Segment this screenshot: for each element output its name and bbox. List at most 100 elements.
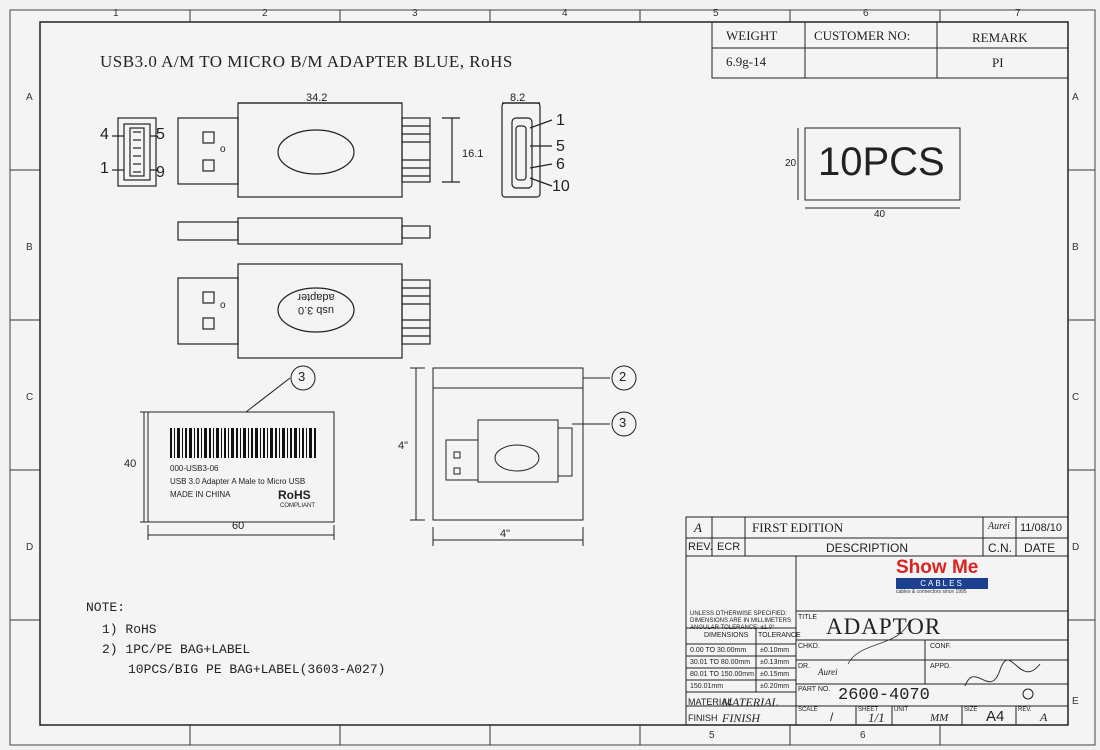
package-height-dim: 20 [785,158,797,169]
usb-marker-bottom: o [220,300,226,311]
tolerance-line-1: UNLESS OTHERWISE SPECIFIED: [690,611,787,617]
tolerance-line-3: ANGULAR TOLERANCE: ±1.0° [690,625,775,631]
approved-label: APPD. [930,663,952,670]
company-logo: Show Me CABLES cables & connectors since… [896,558,996,596]
callout-inner: 3 [619,415,627,430]
date-header: DATE [1024,541,1056,555]
pin-5-label: 5 [156,126,165,143]
rev-label-bottom: REV. [1018,707,1032,713]
notes-line-1: 1) RoHS [102,622,157,637]
title-label: TITLE [798,614,818,621]
label-part: 000-USB3-06 [170,464,219,473]
grid-row-a: A [26,92,33,103]
ecr-value: FIRST EDITION [752,520,844,535]
drawn-label: DR. [798,663,811,670]
unit-label: UNIT [894,707,908,713]
material-value: MATERIAL [722,695,779,709]
grid-row-e-right: E [1072,696,1079,707]
imprint-line-usb: usb 3.0 [297,304,335,316]
label-rohs: RoHS [278,488,311,502]
description-header: DESCRIPTION [826,541,909,555]
grid-col-4: 4 [562,8,568,19]
grid-row-d-right: D [1072,542,1080,553]
tolerance-dim-header: DIMENSIONS [704,632,749,639]
grid-col-5: 5 [713,8,719,19]
grid-row-d: D [26,542,34,553]
scale-value: / [830,710,834,724]
company-sub: CABLES [896,578,988,589]
label-height-dimension: 40 [124,458,137,470]
tolerance-row-3-tol: ±0.15mm [760,671,790,678]
tolerance-row-2-dim: 30.01 TO 80.00mm [690,659,751,666]
label-origin: MADE IN CHINA [170,490,231,499]
title-value: ADAPTOR [826,614,942,639]
length-dimension: 34.2 [306,92,328,104]
drawn-value: Aurei [818,667,838,677]
tolerance-row-1-tol: ±0.10mm [760,647,790,654]
size-label: SIZE [964,707,978,713]
imprint-text: usb 3.0 adapter [286,290,346,316]
grid-row-c: C [26,392,34,403]
grid-col-3: 3 [412,8,418,19]
part-number-label: PART NO. [798,686,831,693]
weight-label: WEIGHT [726,28,778,43]
grid-col-6: 6 [863,8,869,19]
grid-col-6-bottom: 6 [860,730,866,741]
label-width-dimension: 60 [232,520,245,532]
grid-row-c-right: C [1072,392,1080,403]
cn-header: C.N. [988,541,1012,555]
height-dimension: 16.1 [462,148,484,160]
grid-row-b: B [26,242,33,253]
grid-col-7: 7 [1015,8,1021,19]
micro-pin-5-label: 5 [556,138,565,155]
tolerance-line-2: DIMENSIONS ARE IN MILLIMETERS [690,618,792,624]
company-tagline: cables & connectors since 1995 [896,589,967,595]
notes-line-3: 10PCS/BIG PE BAG+LABEL(3603-A027) [128,662,386,677]
weight-value: 6.9g-14 [726,54,767,69]
callout-label: 3 [298,369,306,384]
usb-marker: o [220,144,226,155]
scale-label: SCALE [798,707,818,713]
finish-label: FINISH [688,713,718,723]
tolerance-row-4-dim: 150.01mm [690,683,724,690]
material-label: MATERIAL [688,697,733,707]
unit-value: MM [930,712,949,724]
ecr-header: ECR [717,541,741,553]
bag-height-dimension: 4" [398,440,409,452]
size-value: A4 [986,708,1005,725]
sheet-value: 1/1 [868,710,885,725]
grid-col-5-bottom: 5 [709,730,715,741]
tolerance-row-4-tol: ±0.20mm [760,683,790,690]
tolerance-row-3-dim: 80.01 TO 150.00mm [690,671,754,678]
pin-4-label: 4 [100,126,109,143]
grid-col-1: 1 [113,8,119,19]
drawing-title: USB3.0 A/M TO MICRO B/M ADAPTER BLUE, Ro… [100,52,513,71]
rev-value: A [694,520,702,535]
rev-value-bottom: A [1040,710,1048,724]
label-compliant: COMPLIANT [280,503,316,509]
remark-label: REMARK [972,30,1028,45]
callout-bag: 2 [619,369,627,384]
pin-9-label: 9 [156,164,165,181]
pin-1-label: 1 [100,160,109,177]
tolerance-row-1-dim: 0.00 TO 30.00mm [690,647,747,654]
conf-label: CONF. [930,643,951,650]
remark-value: PI [992,55,1004,70]
customer-label: CUSTOMER NO: [814,28,911,43]
company-name: Show Me [896,557,979,578]
micro-width-dimension: 8.2 [510,92,526,104]
rev-signature: Aurei [988,521,1010,532]
grid-row-b-right: B [1072,242,1079,253]
rev-date: 11/08/10 [1020,522,1063,534]
rev-header: REV. [688,541,713,553]
sheet-label: SHEET [858,707,879,713]
finish-value: FINISH [722,711,760,725]
label-description: USB 3.0 Adapter A Male to Micro USB [170,477,306,486]
tolerance-row-2-tol: ±0.13mm [760,659,790,666]
bag-width-dimension: 4" [500,528,511,540]
tolerance-tol-header: TOLERANCE [758,632,801,639]
micro-pin-10-label: 10 [552,178,570,195]
tolerance-note: UNLESS OTHERWISE SPECIFIED: DIMENSIONS A… [690,611,791,632]
